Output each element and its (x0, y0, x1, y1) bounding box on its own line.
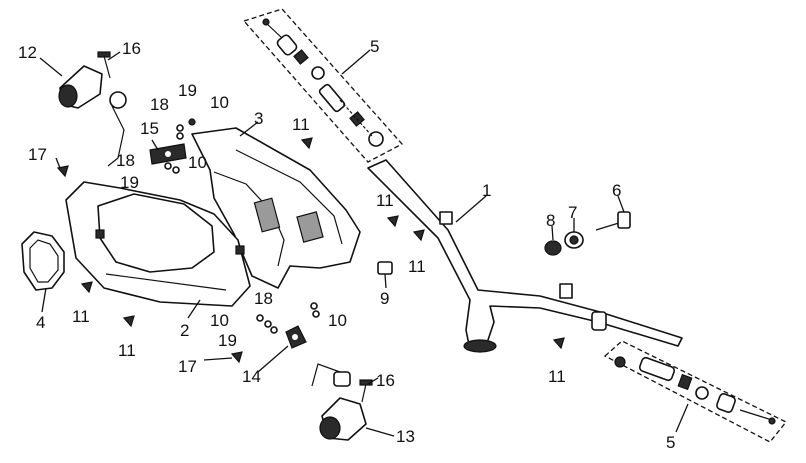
callout-18-left: 18 (116, 151, 135, 170)
callout-13: 13 (396, 427, 415, 446)
callout-11-top-center: 11 (292, 115, 310, 134)
callout-9: 9 (380, 289, 389, 308)
callout-19-left: 19 (120, 173, 139, 192)
callout-10-bottom-right: 10 (328, 311, 347, 330)
bolt-6 (595, 211, 631, 231)
callout-10-top-right: 10 (210, 93, 229, 112)
turn-signal-bottom (311, 363, 367, 441)
callout-18-bottom: 18 (254, 289, 273, 308)
callout-4: 4 (36, 313, 45, 332)
handlebar-tube (367, 159, 683, 353)
callout-16-top: 16 (122, 39, 141, 58)
washers-bottom (256, 302, 320, 334)
screw-16-bottom (359, 379, 373, 403)
callout-12: 12 (18, 43, 37, 62)
rear-handlebar-cover (191, 127, 361, 289)
callout-10-bottom-left: 10 (210, 311, 229, 330)
callout-15: 15 (140, 119, 159, 138)
callout-17-top: 17 (28, 145, 47, 164)
grip-assembly-top (262, 18, 384, 147)
leader-lines (39, 49, 689, 437)
callout-17-bottom: 17 (178, 357, 197, 376)
screws-small (56, 137, 565, 364)
bracket-14 (285, 325, 307, 349)
callout-5-bottom: 5 (666, 433, 675, 452)
callout-8: 8 (546, 211, 555, 230)
callout-11-lower-left: 11 (118, 341, 136, 360)
callout-18-top: 18 (150, 95, 169, 114)
grip-kit-box-top (242, 8, 404, 163)
callout-11-right: 11 (408, 257, 426, 276)
washers-top (164, 118, 196, 174)
gasket-4 (21, 231, 65, 291)
callout-labels: 1 2 3 4 5 5 6 7 8 9 10 10 10 10 11 11 11… (18, 37, 675, 452)
callout-11-left: 11 (72, 307, 90, 326)
callout-6: 6 (612, 181, 621, 200)
callout-2: 2 (180, 321, 189, 340)
nut-7 (564, 231, 584, 249)
collar-8 (544, 240, 562, 256)
callout-7: 7 (568, 203, 577, 222)
front-handlebar-cover (65, 181, 251, 307)
callout-16-bottom: 16 (376, 371, 395, 390)
callout-11-mid-right: 11 (376, 191, 394, 210)
turn-signal-top (58, 65, 127, 167)
callout-5-top: 5 (370, 37, 379, 56)
grip-assembly-bottom (614, 356, 776, 425)
screw-16-top (97, 51, 111, 79)
bracket-15 (149, 143, 187, 165)
callout-19-top: 19 (178, 81, 197, 100)
callout-11-bottom-right: 11 (548, 367, 566, 386)
callout-10-top-left: 10 (188, 153, 207, 172)
callout-14: 14 (242, 367, 261, 386)
callout-1: 1 (482, 181, 491, 200)
callout-19-bottom-left: 19 (218, 331, 237, 350)
callout-3: 3 (254, 109, 263, 128)
